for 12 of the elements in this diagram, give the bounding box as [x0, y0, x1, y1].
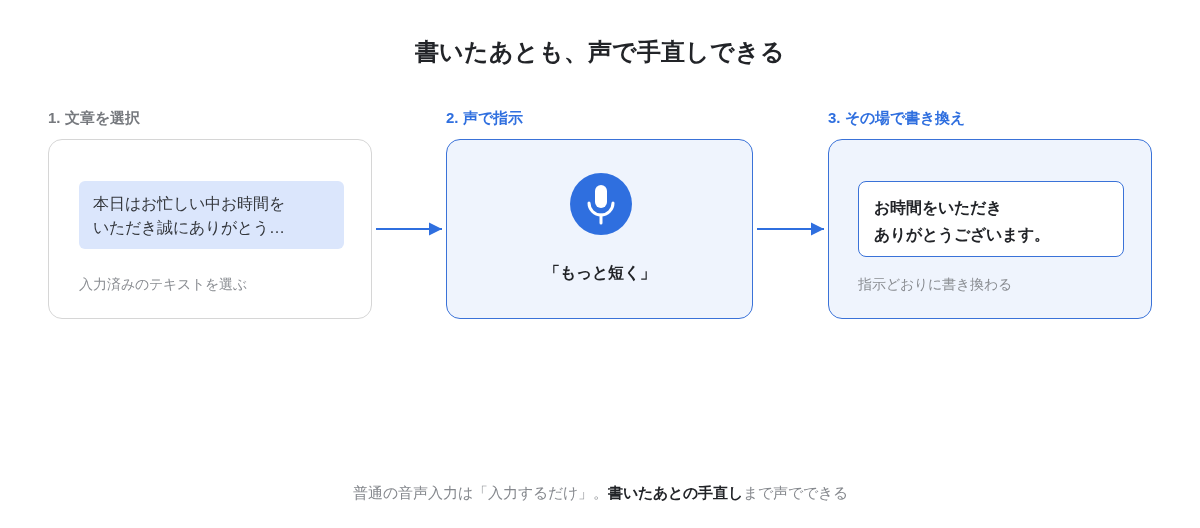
title: 書いたあとも、声で手直しできる	[415, 37, 785, 67]
step-heading: 1. 文章を選択	[48, 108, 140, 128]
step-description: 指示どおりに書き換わる	[858, 275, 1012, 294]
step-description: 入力済みのテキストを選ぶ	[79, 275, 247, 294]
arrow	[375, 222, 443, 236]
arrow	[756, 222, 825, 236]
selected-text: 本日はお忙しい中お時間をいただき誠にありがとう…	[79, 181, 344, 249]
step-heading: 3. その場で書き換え	[828, 108, 965, 128]
step-heading: 2. 声で指示	[446, 108, 523, 128]
voice-command: 「もっと短く」	[543, 263, 656, 283]
rewritten-text-box: お時間をいただきありがとうございます。	[858, 181, 1124, 257]
caption: 普通の音声入力は「入力するだけ」。書いたあとの手直しまで声でできる	[352, 483, 848, 503]
